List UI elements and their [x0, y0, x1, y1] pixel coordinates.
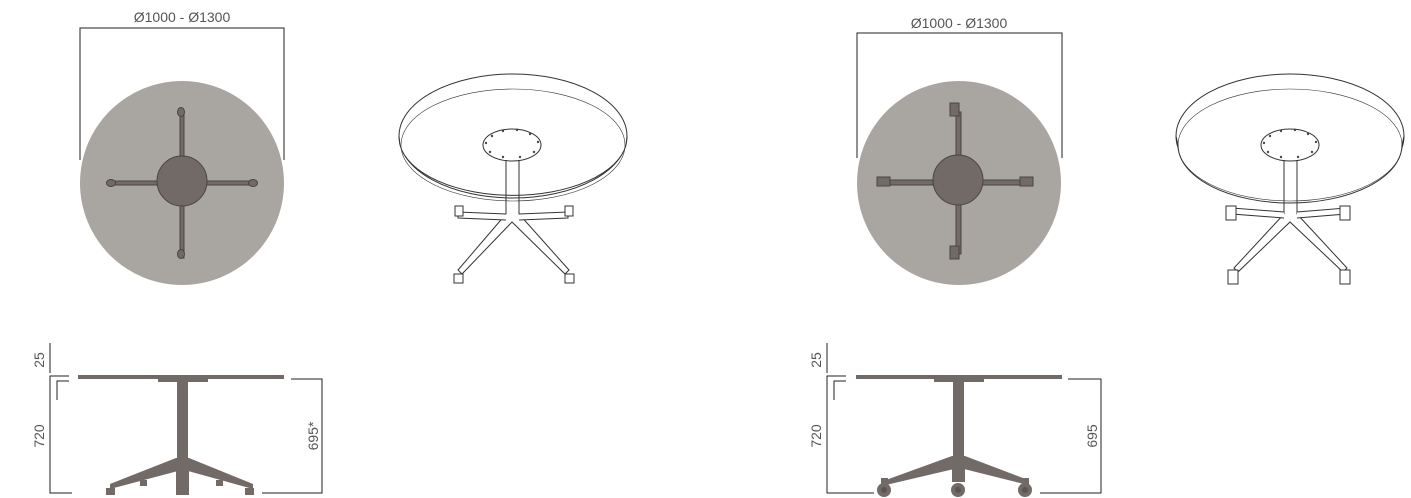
- left-underside-label: 695*: [305, 421, 321, 450]
- left-height-label: 720: [31, 424, 47, 448]
- left-side-table: [78, 375, 284, 495]
- right-side-view: 25 720 695: [808, 343, 1102, 497]
- right-diameter-dimension-line: [856, 32, 1063, 158]
- left-thickness-label: 25: [31, 352, 47, 368]
- right-underside-label: 695: [1084, 424, 1100, 448]
- left-diameter-label: Ø1000 - Ø1300: [134, 9, 231, 25]
- left-side-view: 25 720 695*: [31, 343, 323, 495]
- left-diameter-dimension-line: [79, 27, 285, 160]
- left-perspective-view: [398, 73, 628, 284]
- right-base-plan: [876, 102, 1034, 260]
- right-top-view: Ø1000 - Ø1300: [856, 15, 1063, 285]
- left-base-plan: [106, 107, 258, 259]
- right-thickness-label: 25: [808, 352, 824, 368]
- right-perspective-view: [1175, 73, 1405, 285]
- right-side-table: [856, 375, 1062, 497]
- right-height-label: 720: [808, 424, 824, 448]
- right-diameter-label: Ø1000 - Ø1300: [911, 15, 1008, 31]
- left-top-view: Ø1000 - Ø1300: [79, 9, 285, 285]
